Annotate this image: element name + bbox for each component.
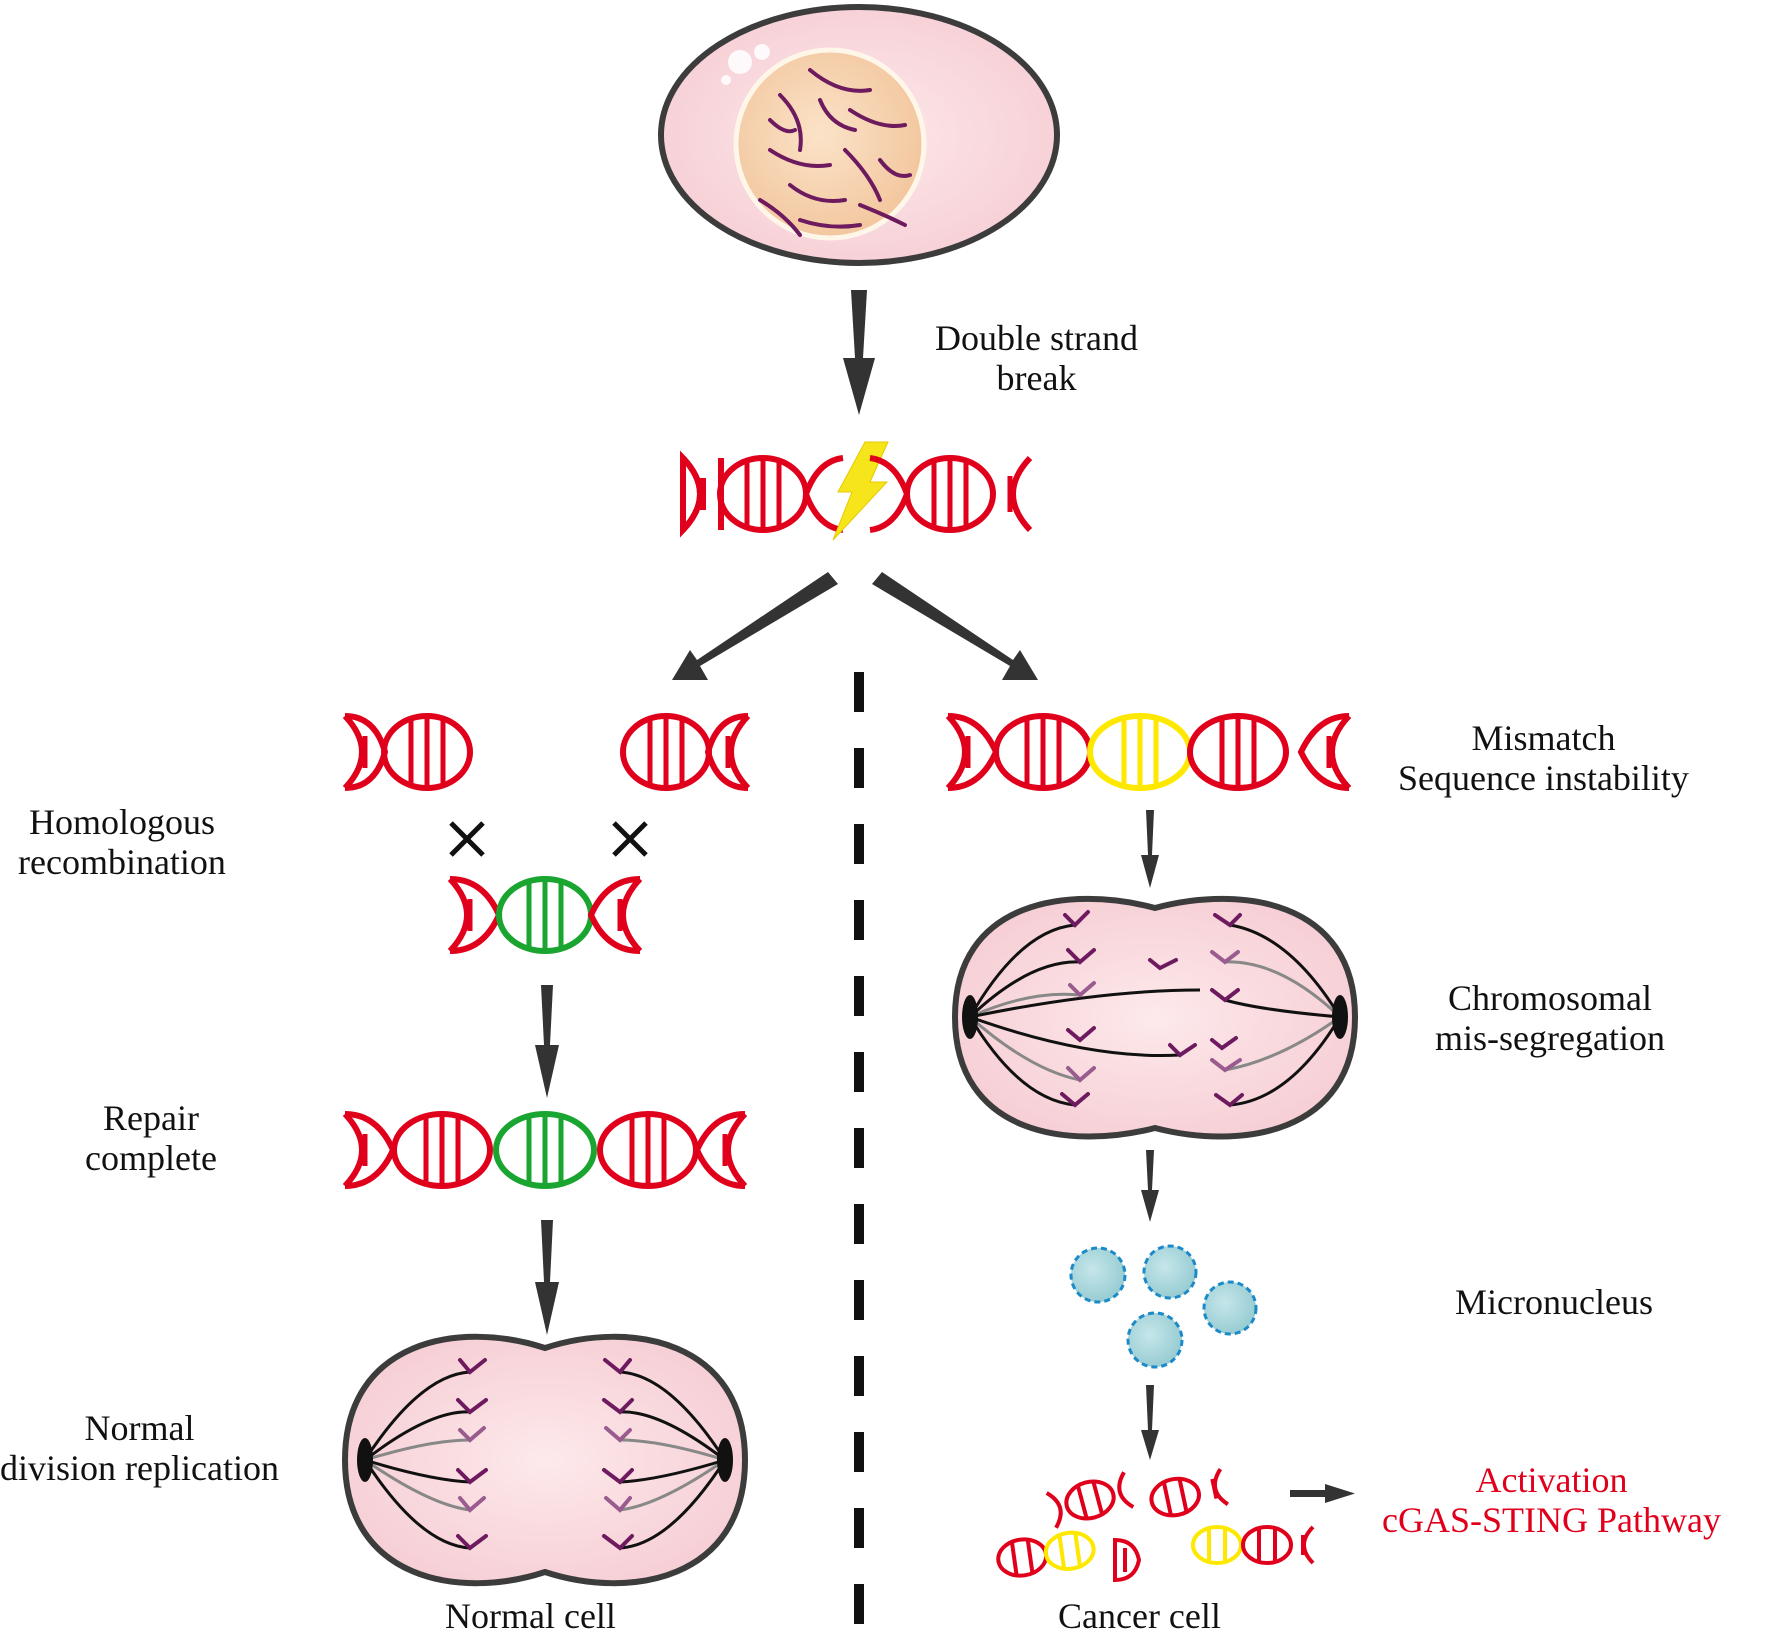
mismatch-dna	[945, 713, 1352, 791]
dna-piece-left	[342, 713, 473, 791]
interphase-cell	[658, 4, 1060, 266]
arrow-icon	[535, 1220, 559, 1335]
broken-dna	[680, 441, 1033, 541]
arrow-icon	[843, 290, 875, 415]
chromosomes-right	[602, 1358, 634, 1551]
cross-mark-icon	[449, 821, 485, 857]
spindle-pole-icon	[717, 1438, 733, 1482]
label-activation-cgas-sting: Activation cGAS-STING Pathway	[1382, 1460, 1721, 1540]
recombining-dna	[447, 876, 643, 954]
arrow-icon	[535, 985, 559, 1098]
chromosomes-lagging	[1060, 910, 1244, 1108]
arrow-icon	[1141, 810, 1159, 888]
cross-mark-icon	[612, 821, 648, 857]
dna-piece-right	[620, 713, 751, 791]
arrow-icon	[1290, 1484, 1355, 1503]
arrow-icon	[1141, 1385, 1159, 1460]
spindle-fibers	[968, 923, 1342, 1107]
nucleus	[733, 47, 927, 241]
label-double-strand-break: Double strand break	[935, 318, 1138, 398]
label-normal-cell: Normal cell	[445, 1596, 616, 1636]
label-normal-division: Normal division replication	[0, 1408, 279, 1488]
repaired-dna	[342, 1111, 748, 1189]
spindle-fibers	[363, 1370, 727, 1550]
spindle-pole-icon	[1332, 995, 1348, 1039]
spindle-pole-icon	[962, 995, 978, 1039]
label-micronucleus: Micronucleus	[1455, 1282, 1653, 1322]
fragmented-dna	[996, 1467, 1315, 1583]
dna-segment-left	[680, 450, 844, 538]
arrow-icon	[672, 572, 838, 680]
label-repair-complete: Repair complete	[85, 1098, 217, 1178]
label-mismatch: Mismatch Sequence instability	[1398, 718, 1689, 798]
normal-dividing-cell	[341, 1333, 749, 1587]
mis-segregating-cell	[951, 895, 1359, 1140]
chromosomes-left	[456, 1358, 488, 1551]
label-cancer-cell: Cancer cell	[1058, 1596, 1221, 1636]
micronuclei	[1069, 1244, 1258, 1369]
chromatin	[758, 68, 912, 237]
label-homologous-recombination: Homologous recombination	[18, 802, 226, 882]
spindle-pole-icon	[357, 1438, 373, 1482]
arrow-icon	[872, 572, 1038, 680]
dna-segment-right	[869, 455, 1033, 533]
arrow-icon	[1141, 1150, 1159, 1222]
lightning-bolt-icon	[832, 441, 889, 541]
label-chromosomal-mis-segregation: Chromosomal mis-segregation	[1435, 978, 1665, 1058]
